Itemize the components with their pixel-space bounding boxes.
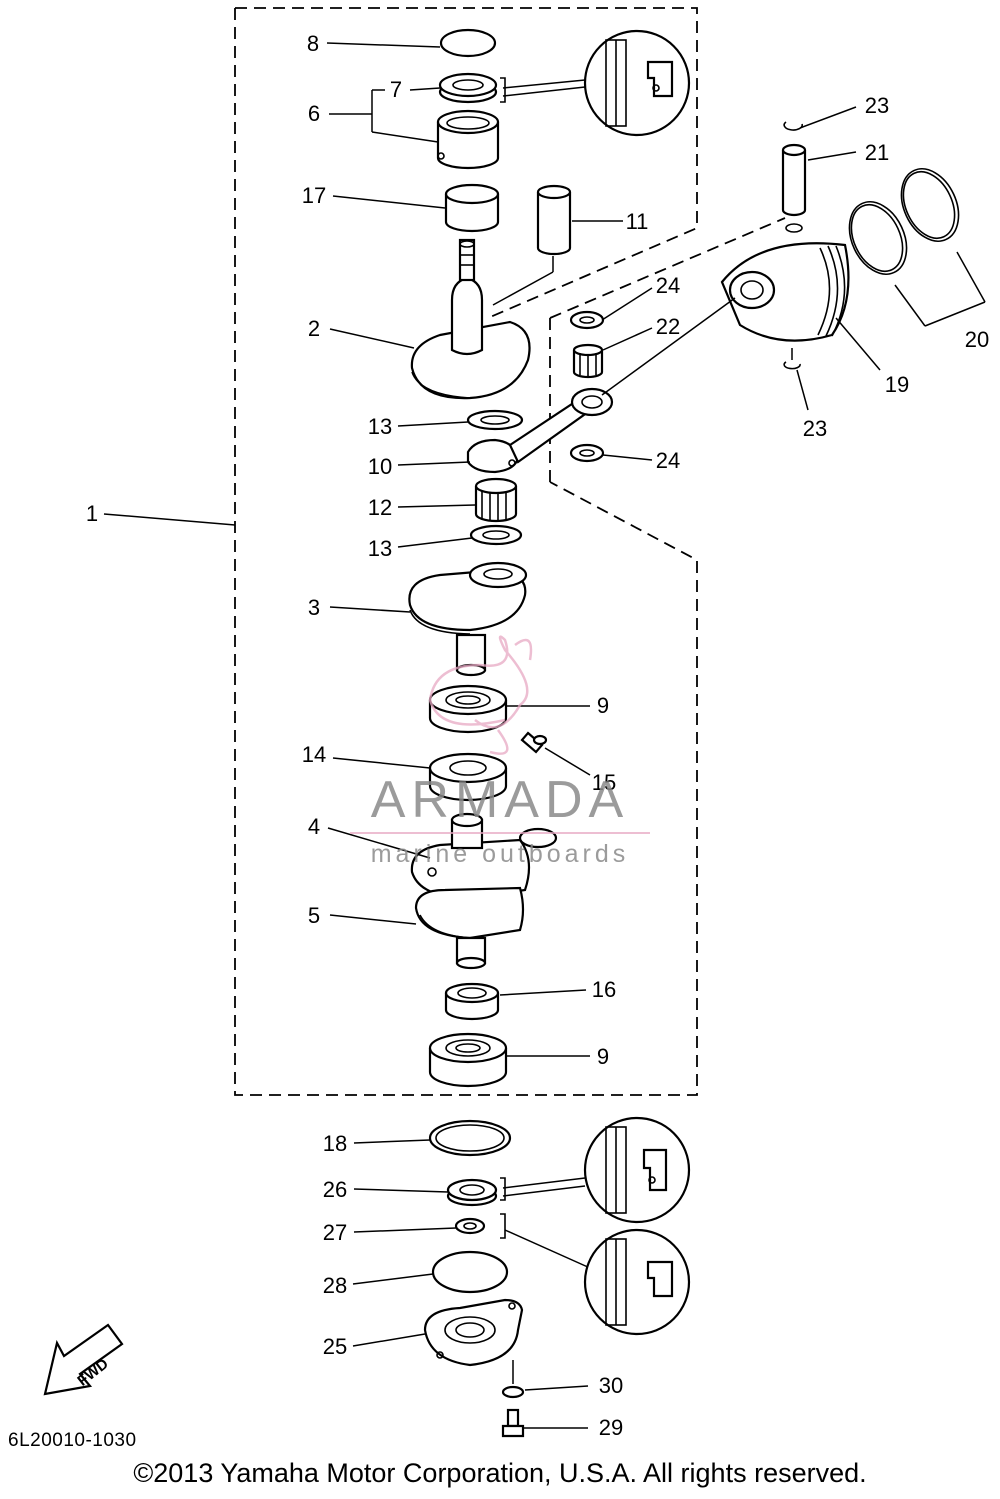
callout-6: 6	[307, 101, 321, 126]
callout-30: 30	[598, 1373, 624, 1398]
watermark-brand: ARMADA	[370, 771, 630, 829]
part-18-o-ring	[428, 1119, 512, 1157]
copyright-notice: ©2013 Yamaha Motor Corporation, U.S.A. A…	[133, 1458, 867, 1488]
part-14-gear	[428, 752, 508, 802]
callout-10: 10	[367, 454, 393, 479]
part-23-circlip-lower	[783, 348, 801, 370]
watermark-swirl-2	[489, 638, 533, 755]
callout-23-upper: 23	[864, 93, 890, 118]
callout-14: 14	[301, 742, 327, 767]
part-10-connecting-rod	[466, 387, 614, 474]
piston-assembly-boundary	[549, 217, 786, 482]
seal-grease-detail-icon	[500, 29, 691, 137]
callout-2: 2	[307, 316, 321, 341]
fwd-arrow-icon	[43, 1323, 124, 1396]
callout-17: 17	[301, 183, 327, 208]
callout-20: 20	[964, 327, 990, 352]
seal-grease-detail-icon	[500, 1213, 691, 1336]
callout-8: 8	[306, 31, 320, 56]
callout-9-lower: 9	[596, 1044, 610, 1069]
part-6-bearing-housing	[436, 109, 500, 170]
callout-24-upper: 24	[655, 273, 681, 298]
watermark-swirl	[428, 635, 529, 729]
callout-1: 1	[85, 501, 99, 526]
callout-12: 12	[367, 495, 393, 520]
callout-13-upper: 13	[367, 414, 393, 439]
callout-15: 15	[591, 770, 617, 795]
part-17-bushing	[444, 183, 500, 233]
callout-21: 21	[864, 140, 890, 165]
callout-13-lower: 13	[367, 536, 393, 561]
part-25-lower-housing	[423, 1298, 524, 1367]
part-27-oil-seal	[454, 1217, 486, 1235]
part-21-piston-pin	[781, 143, 807, 217]
part-11-pin	[536, 184, 572, 256]
callout-11: 11	[625, 209, 649, 234]
callout-22: 22	[655, 314, 681, 339]
part-2-crank-web-upper	[410, 238, 554, 400]
callout-25: 25	[322, 1334, 348, 1359]
callout-28: 28	[322, 1273, 348, 1298]
callout-16: 16	[591, 977, 617, 1002]
part-29-bolt	[501, 1408, 525, 1438]
callout-19: 19	[884, 372, 910, 397]
part-23-circlip-upper	[783, 121, 803, 131]
part-13-thrust-washer-lower	[469, 524, 523, 546]
callout-23-lower: 23	[802, 416, 828, 441]
callout-24-lower: 24	[655, 448, 681, 473]
seal-grease-detail-icon	[500, 1116, 691, 1224]
part-28-o-ring	[431, 1250, 509, 1294]
watermark-logo	[350, 635, 650, 834]
part-9-ball-bearing-lower	[428, 1032, 508, 1088]
callout-9-upper: 9	[596, 693, 610, 718]
part-22-needle-bearing	[572, 343, 604, 379]
part-16-bushing	[444, 982, 500, 1021]
diagram-code: 6L20010-1030	[8, 1430, 137, 1451]
part-7-oil-seal	[438, 72, 498, 104]
part-26-oil-seal	[446, 1178, 498, 1207]
part-13-thrust-washer-upper	[466, 409, 524, 431]
part-19-piston	[720, 223, 850, 342]
part-12-needle-bearing	[474, 477, 518, 523]
part-20-piston-rings	[848, 168, 960, 275]
callout-5: 5	[307, 903, 321, 928]
part-24-washer-lower	[569, 443, 605, 463]
callout-4: 4	[307, 814, 321, 839]
callout-29: 29	[598, 1415, 624, 1440]
part-24-washer-upper	[569, 310, 605, 330]
callout-3: 3	[307, 595, 321, 620]
callout-26: 26	[322, 1177, 348, 1202]
part-8-o-ring	[439, 28, 497, 58]
part-15-dowel-pin	[520, 731, 548, 754]
part-4-5-lower-crankshaft	[410, 812, 558, 970]
part-30-washer	[501, 1360, 525, 1399]
callout-7: 7	[389, 77, 403, 102]
callout-27: 27	[322, 1220, 348, 1245]
part-3-crank-web-lower	[408, 561, 528, 677]
watermark-tagline: marine outboards	[370, 840, 630, 868]
callout-18: 18	[322, 1131, 348, 1156]
crankshaft-assembly-boundary	[234, 7, 698, 1096]
leader-lines	[103, 42, 986, 1429]
